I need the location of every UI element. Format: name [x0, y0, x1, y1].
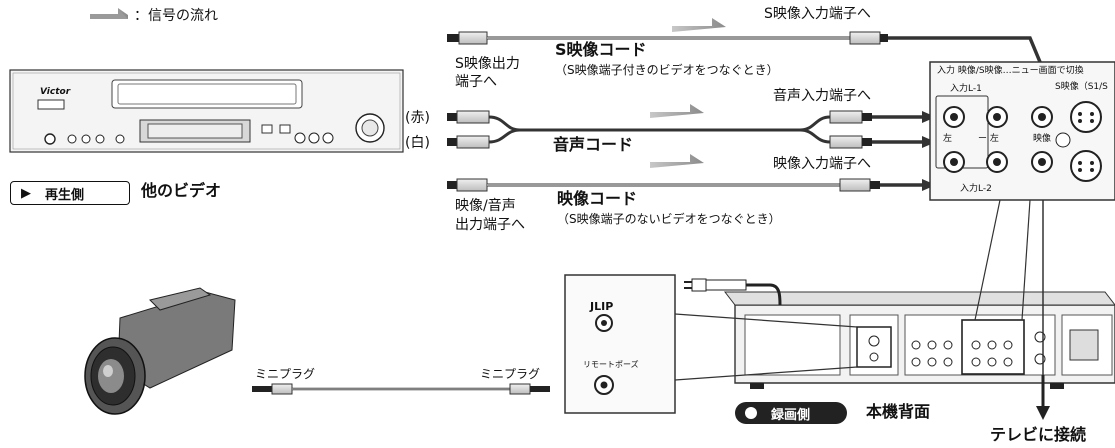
svideo-out-label-1: S映像出力 [455, 56, 520, 72]
tv-connect-label: テレビに接続 [990, 425, 1087, 444]
vcr-brand: Victor [40, 87, 71, 97]
audio-red-label: (赤) [405, 110, 430, 126]
input-panel-header: 入力 映像/S映像…ニュー画面で切換 [937, 66, 1084, 76]
legend-label: ：信号の流れ [134, 8, 218, 24]
input-panel-audio-left: ー 左 [978, 134, 999, 144]
legend-wedge-icon [90, 9, 128, 19]
svideo-cable-title: S映像コード [555, 40, 647, 59]
vcr-front [9, 69, 404, 153]
video-cable-title: 映像コード [557, 189, 638, 208]
flow-arrow-icon [650, 154, 704, 168]
input-panel [929, 61, 1115, 201]
audio-cable [447, 104, 936, 168]
video-cable [447, 178, 936, 192]
remote-pause-label: リモートポーズ [583, 360, 639, 369]
play-side-badge: ▶ 再生側 [10, 181, 130, 205]
audio-cable-title: 音声コード [553, 135, 634, 154]
video-in-label: 映像入力端子へ [773, 156, 871, 172]
video-cable-note: （S映像端子のないビデオをつなぐとき） [557, 212, 781, 226]
camcorder [84, 287, 236, 415]
record-side-label: 録画側 [771, 407, 811, 423]
audio-white-label: (白) [405, 135, 430, 151]
video-out-label-1: 映像/音声 [455, 198, 516, 214]
jlip-label: JLIP [590, 300, 614, 313]
record-side-badge: 録画側 [735, 402, 847, 424]
flow-arrow-icon [672, 18, 726, 32]
down-arrow-icon [1036, 406, 1050, 420]
mini-plug-cable [252, 383, 550, 395]
play-arrow-icon: ▶ [21, 185, 31, 201]
input-panel-svideo-header: S映像（S1/S [1055, 82, 1108, 92]
rear-panel [723, 291, 1115, 389]
input-panel-left: 左 [943, 134, 953, 144]
record-dot-icon [745, 407, 757, 419]
input-panel-input2: 入力L-2 [960, 184, 992, 194]
play-side-label: 再生側 [45, 187, 85, 203]
svideo-in-label: S映像入力端子へ [764, 6, 871, 22]
audio-in-label: 音声入力端子へ [773, 88, 871, 104]
input-panel-input1: 入力L-1 [950, 84, 982, 94]
svideo-out-label-2: 端子へ [455, 74, 497, 90]
flow-arrow-icon [650, 104, 704, 118]
mini-plug-right-label: ミニプラグ [480, 367, 541, 381]
video-out-label-2: 出力端子へ [455, 217, 525, 233]
mini-plug-left-label: ミニプラグ [255, 367, 316, 381]
svideo-cable-note: （S映像端子付きのビデオをつなぐとき） [555, 63, 779, 77]
power-cord [684, 278, 782, 306]
rear-title: 本機背面 [866, 402, 931, 421]
input-panel-video: 映像 [1033, 134, 1052, 144]
other-video-label: 他のビデオ [141, 181, 222, 200]
